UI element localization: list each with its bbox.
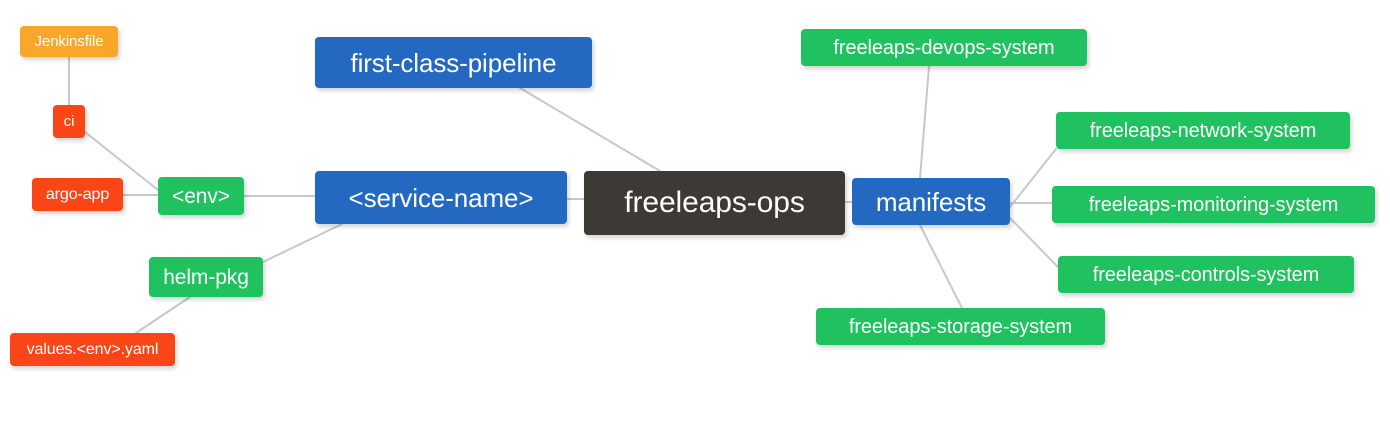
- node-freeleaps-controls-system[interactable]: freeleaps-controls-system: [1058, 256, 1354, 293]
- edge-helm-pkg-to-values-env-yaml: [135, 296, 191, 334]
- node-label-argo-app: argo-app: [45, 185, 110, 203]
- node-ci[interactable]: ci: [53, 105, 85, 138]
- node-label-helm-pkg: helm-pkg: [163, 265, 249, 289]
- edge-first-class-pipeline-to-freeleaps-ops: [519, 87, 661, 172]
- node-freeleaps-devops-system[interactable]: freeleaps-devops-system: [801, 29, 1087, 66]
- node-jenkinsfile[interactable]: Jenkinsfile: [20, 26, 118, 57]
- edge-manifests-to-freeleaps-controls-system: [1009, 217, 1059, 268]
- node-freeleaps-ops[interactable]: freeleaps-ops: [584, 171, 845, 235]
- node-env[interactable]: <env>: [158, 177, 244, 215]
- node-label-freeleaps-controls-system: freeleaps-controls-system: [1092, 263, 1320, 286]
- node-freeleaps-storage-system[interactable]: freeleaps-storage-system: [816, 308, 1105, 345]
- node-freeleaps-monitoring-system[interactable]: freeleaps-monitoring-system: [1052, 186, 1375, 223]
- node-first-class-pipeline[interactable]: first-class-pipeline: [315, 37, 592, 88]
- edge-service-name-to-helm-pkg: [262, 223, 343, 263]
- node-argo-app[interactable]: argo-app: [32, 178, 123, 211]
- node-label-freeleaps-monitoring-system: freeleaps-monitoring-system: [1088, 193, 1339, 216]
- node-label-freeleaps-ops: freeleaps-ops: [624, 186, 805, 219]
- edge-manifests-to-freeleaps-devops-system: [919, 65, 930, 179]
- node-label-freeleaps-devops-system: freeleaps-devops-system: [833, 36, 1055, 59]
- edge-manifests-to-freeleaps-network-system: [1009, 148, 1057, 208]
- node-freeleaps-network-system[interactable]: freeleaps-network-system: [1056, 112, 1350, 149]
- edge-manifests-to-freeleaps-storage-system: [919, 224, 963, 309]
- node-label-service-name: <service-name>: [348, 182, 534, 213]
- node-helm-pkg[interactable]: helm-pkg: [149, 257, 263, 297]
- node-values-env-yaml[interactable]: values.<env>.yaml: [10, 333, 175, 366]
- node-service-name[interactable]: <service-name>: [315, 171, 567, 224]
- node-label-manifests: manifests: [875, 186, 987, 217]
- node-manifests[interactable]: manifests: [852, 178, 1010, 225]
- node-label-env: <env>: [172, 184, 230, 208]
- node-label-ci: ci: [63, 113, 75, 130]
- node-label-freeleaps-storage-system: freeleaps-storage-system: [848, 315, 1073, 338]
- node-label-values-env-yaml: values.<env>.yaml: [26, 340, 159, 358]
- node-label-jenkinsfile: Jenkinsfile: [34, 33, 104, 50]
- node-label-freeleaps-network-system: freeleaps-network-system: [1089, 119, 1317, 142]
- node-label-first-class-pipeline: first-class-pipeline: [350, 47, 557, 78]
